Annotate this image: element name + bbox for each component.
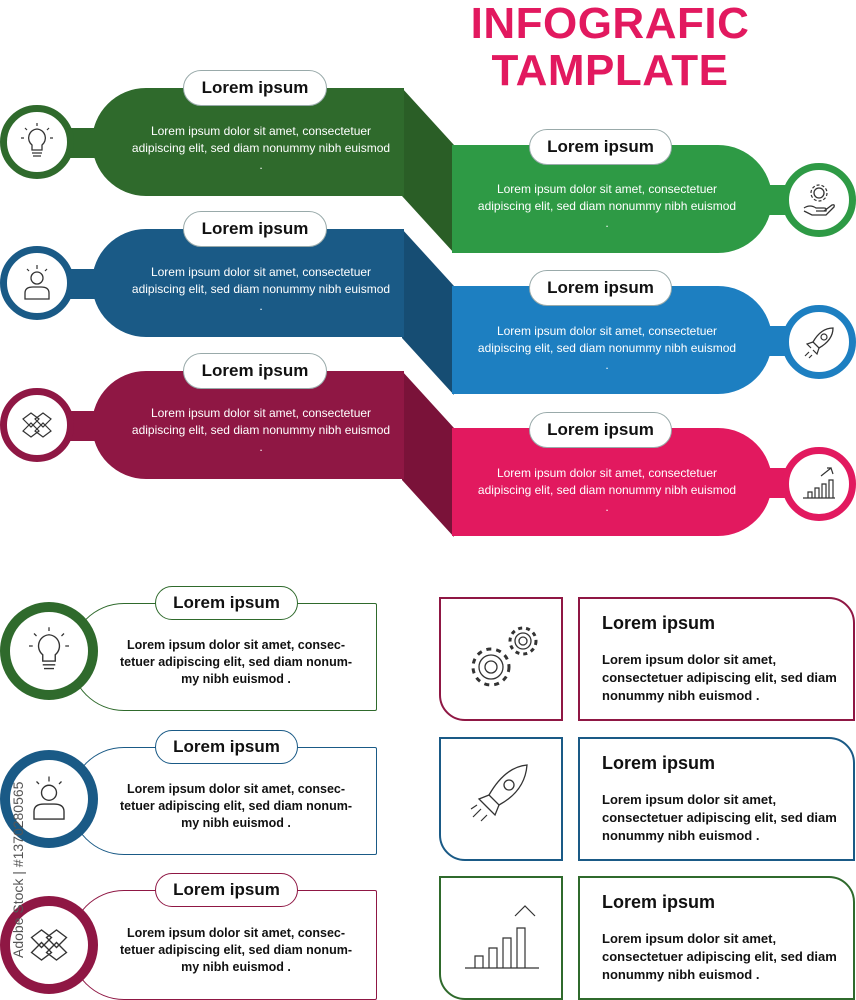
left-card-1-icon-ring bbox=[0, 602, 98, 700]
step-3-text: Lorem ipsum dolor sit amet, consectetuer… bbox=[131, 265, 391, 313]
band-connectors bbox=[402, 88, 454, 537]
right-card-3: Lorem ipsum Lorem ipsum dolor sit amet, … bbox=[578, 876, 855, 1000]
left-card-3-heading: Lorem ipsum bbox=[155, 873, 298, 907]
handshake-icon bbox=[22, 412, 52, 438]
step-1-heading: Lorem ipsum bbox=[183, 70, 327, 106]
right-card-3-icon-box bbox=[439, 876, 563, 1000]
gears-icon bbox=[471, 626, 538, 687]
connector-pink bbox=[402, 371, 454, 537]
step-5-icon-ring bbox=[0, 388, 74, 462]
step-5-heading: Lorem ipsum bbox=[183, 353, 327, 389]
step-4-text: Lorem ipsum dolor sit amet, consectetuer… bbox=[477, 324, 737, 372]
step-1-text: Lorem ipsum dolor sit amet, consectetuer… bbox=[131, 124, 391, 172]
right-card-2-icon-box bbox=[439, 737, 563, 861]
step-3-band bbox=[92, 229, 404, 337]
lightbulb-icon bbox=[21, 123, 53, 157]
left-card-2-text: Lorem ipsum dolor sit amet, consec- tetu… bbox=[120, 782, 352, 830]
left-card-1-heading: Lorem ipsum bbox=[155, 586, 298, 620]
right-card-2: Lorem ipsum Lorem ipsum dolor sit amet, … bbox=[578, 737, 855, 861]
growth-chart-icon bbox=[465, 905, 539, 969]
page-title: INFOGRAFIC TAMPLATE bbox=[440, 0, 780, 94]
right-card-3-heading: Lorem ipsum bbox=[602, 892, 716, 912]
step-1-icon-ring bbox=[0, 105, 74, 179]
right-card-1-icon-box bbox=[439, 597, 563, 721]
right-card-1-heading: Lorem ipsum bbox=[602, 613, 716, 633]
left-card-2-icon-ring bbox=[0, 750, 98, 848]
step-4-heading: Lorem ipsum bbox=[529, 270, 672, 306]
left-card-2 bbox=[128, 747, 377, 855]
step-5-text: Lorem ipsum dolor sit amet, consectetuer… bbox=[131, 406, 391, 454]
rocket-icon bbox=[470, 764, 528, 822]
person-idea-icon bbox=[33, 776, 65, 820]
step-2-heading: Lorem ipsum bbox=[529, 129, 672, 165]
left-card-1-text: Lorem ipsum dolor sit amet, consec- tetu… bbox=[120, 638, 352, 686]
rocket-icon bbox=[804, 327, 834, 359]
title-line-1: INFOGRAFIC bbox=[470, 0, 750, 48]
step-6-text: Lorem ipsum dolor sit amet, consectetuer… bbox=[477, 466, 737, 514]
step-6-icon-ring bbox=[782, 447, 856, 521]
right-card-1: Lorem ipsum Lorem ipsum dolor sit amet, … bbox=[578, 597, 855, 721]
step-3-heading: Lorem ipsum bbox=[183, 211, 327, 247]
right-card-2-heading: Lorem ipsum bbox=[602, 753, 716, 773]
step-2-icon-ring bbox=[782, 163, 856, 237]
connector-green bbox=[402, 88, 454, 253]
right-card-1-text: Lorem ipsum dolor sit amet, consectetuer… bbox=[602, 652, 837, 703]
connector-blue bbox=[402, 229, 454, 395]
step-5-band bbox=[92, 371, 404, 479]
right-card-2-text: Lorem ipsum dolor sit amet, consectetuer… bbox=[602, 792, 837, 843]
gear-hand-icon bbox=[803, 184, 835, 216]
left-card-1 bbox=[128, 603, 377, 711]
lightbulb-icon bbox=[29, 627, 69, 670]
left-card-3-icon-ring bbox=[0, 896, 98, 994]
step-3-icon-ring bbox=[0, 246, 74, 320]
step-2-text: Lorem ipsum dolor sit amet, consectetuer… bbox=[477, 182, 737, 230]
step-4-icon-ring bbox=[782, 305, 856, 379]
stock-watermark: Adobe Stock | #1370280565 bbox=[10, 781, 26, 958]
step-1-band bbox=[92, 88, 404, 196]
left-card-3 bbox=[128, 890, 377, 1000]
handshake-icon bbox=[30, 929, 68, 961]
left-card-2-heading: Lorem ipsum bbox=[155, 730, 298, 764]
left-card-3-text: Lorem ipsum dolor sit amet, consec- tetu… bbox=[120, 926, 352, 974]
growth-chart-icon bbox=[803, 466, 835, 499]
step-6-heading: Lorem ipsum bbox=[529, 412, 672, 448]
right-card-3-text: Lorem ipsum dolor sit amet, consectetuer… bbox=[602, 931, 837, 982]
person-idea-icon bbox=[24, 265, 50, 300]
title-line-2: TAMPLATE bbox=[491, 46, 729, 95]
